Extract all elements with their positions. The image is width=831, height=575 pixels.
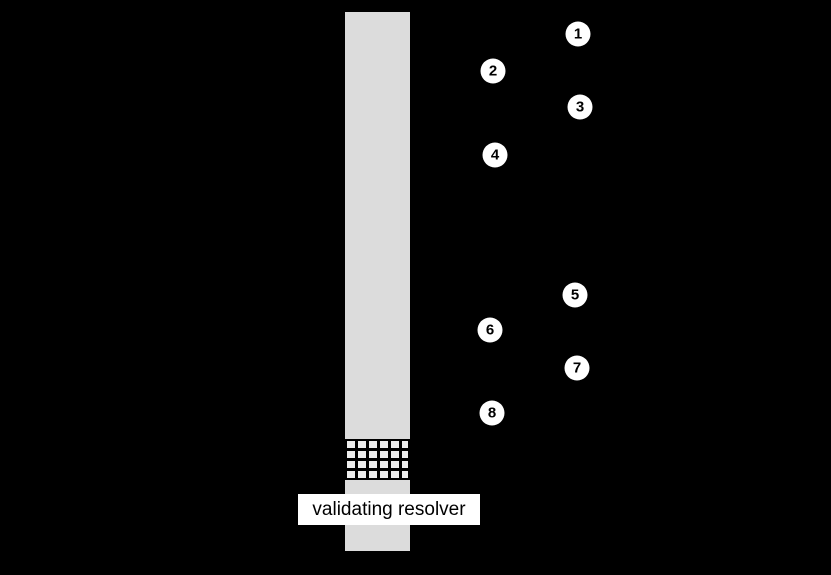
step-marker-2: 2 — [480, 58, 506, 84]
step-marker-8: 8 — [479, 400, 505, 426]
step-marker-1: 1 — [565, 21, 591, 47]
step-marker-6: 6 — [477, 317, 503, 343]
step-marker-7: 7 — [564, 355, 590, 381]
step-marker-4: 4 — [482, 142, 508, 168]
step-marker-5: 5 — [562, 282, 588, 308]
validating-resolver-label: validating resolver — [298, 494, 480, 525]
step-marker-3: 3 — [567, 94, 593, 120]
grid-pattern-icon — [345, 439, 410, 480]
